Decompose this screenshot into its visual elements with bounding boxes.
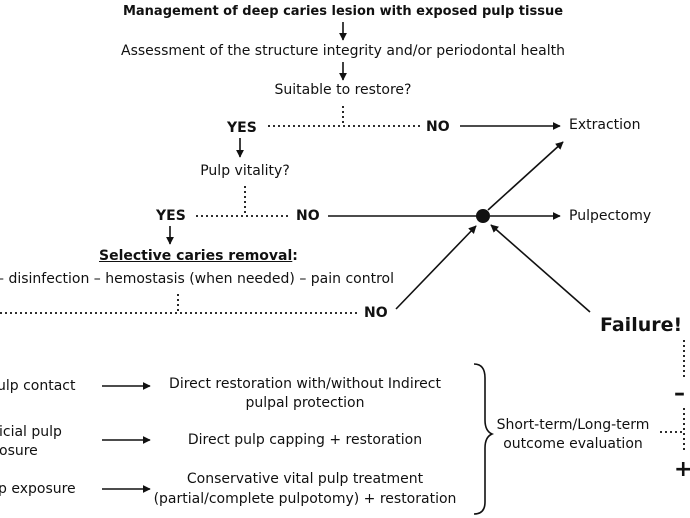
yes-label-2: YES bbox=[156, 208, 186, 224]
row-1-right-line-1: Direct restoration with/without Indirect bbox=[169, 376, 441, 392]
selective-heading: Selective caries removal: bbox=[99, 248, 298, 265]
row-1-left: ulp contact bbox=[0, 378, 76, 394]
suitable-question: Suitable to restore? bbox=[274, 82, 412, 98]
row-1-right-line-2: pulpal protection bbox=[245, 395, 365, 411]
bracket bbox=[473, 363, 495, 515]
decision-node bbox=[476, 209, 490, 223]
outcome-line-1: Short-term/Long-term bbox=[496, 417, 650, 433]
minus-sign: – bbox=[674, 381, 685, 406]
row-2-left-line-1: icial pulp bbox=[0, 424, 62, 440]
yes-label-1: YES bbox=[227, 120, 257, 136]
row-3-right-line-1: Conservative vital pulp treatment bbox=[186, 471, 424, 487]
diagram-title: Management of deep caries lesion with ex… bbox=[122, 4, 564, 19]
arrow-no3-to-node bbox=[395, 225, 477, 310]
outcome-line-2: outcome evaluation bbox=[503, 436, 643, 452]
selective-colon: : bbox=[292, 248, 298, 264]
row-3-right-line-2: (partial/complete pulpotomy) + restorati… bbox=[153, 491, 457, 507]
selective-caries-removal: Selective caries removal bbox=[99, 248, 293, 264]
plus-sign: + bbox=[674, 457, 690, 482]
assessment-text: Assessment of the structure integrity an… bbox=[121, 43, 565, 59]
pulpectomy-label: Pulpectomy bbox=[569, 208, 652, 224]
row-3-left: p exposure bbox=[0, 481, 76, 497]
row-2-left: icial pulp osure bbox=[0, 423, 62, 461]
row-3-right: Conservative vital pulp treatment (parti… bbox=[142, 469, 468, 509]
row-2-right: Direct pulp capping + restoration bbox=[187, 432, 423, 448]
row-1-right: Direct restoration with/without Indirect… bbox=[150, 375, 460, 413]
disinfection-line: – disinfection – hemostasis (when needed… bbox=[0, 271, 394, 287]
no-label-3: NO bbox=[364, 305, 388, 321]
arrow-failure-to-node bbox=[490, 224, 591, 313]
no-label-1: NO bbox=[426, 119, 450, 135]
no-label-2: NO bbox=[296, 208, 320, 224]
arrow-node-to-extraction bbox=[487, 141, 564, 211]
failure-label: Failure! bbox=[600, 314, 683, 336]
row-2-left-line-2: osure bbox=[0, 443, 38, 459]
vitality-question: Pulp vitality? bbox=[200, 163, 290, 179]
outcome-evaluation: Short-term/Long-term outcome evaluation bbox=[486, 416, 660, 454]
extraction-label: Extraction bbox=[569, 117, 641, 133]
